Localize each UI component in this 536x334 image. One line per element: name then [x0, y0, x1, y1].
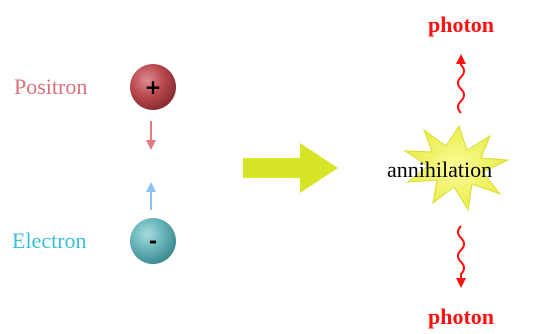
electron-label: Electron — [12, 228, 87, 253]
positron-particle — [130, 64, 176, 110]
positron-charge: + — [145, 75, 162, 99]
photon-top-wave — [456, 54, 466, 114]
photon-label-top: photon — [428, 12, 494, 37]
positron-down-arrow — [146, 121, 156, 150]
transition-arrow — [243, 143, 338, 193]
photon-label-bottom: photon — [428, 304, 494, 329]
photon-bottom-wave — [456, 225, 466, 288]
positron-label: Positron — [14, 74, 87, 99]
electron-particle — [130, 218, 176, 264]
electron-up-arrow — [146, 182, 156, 210]
annihilation-label: annihilation — [387, 157, 492, 182]
annihilation-burst-icon — [403, 124, 510, 212]
electron-charge: - — [149, 229, 157, 253]
